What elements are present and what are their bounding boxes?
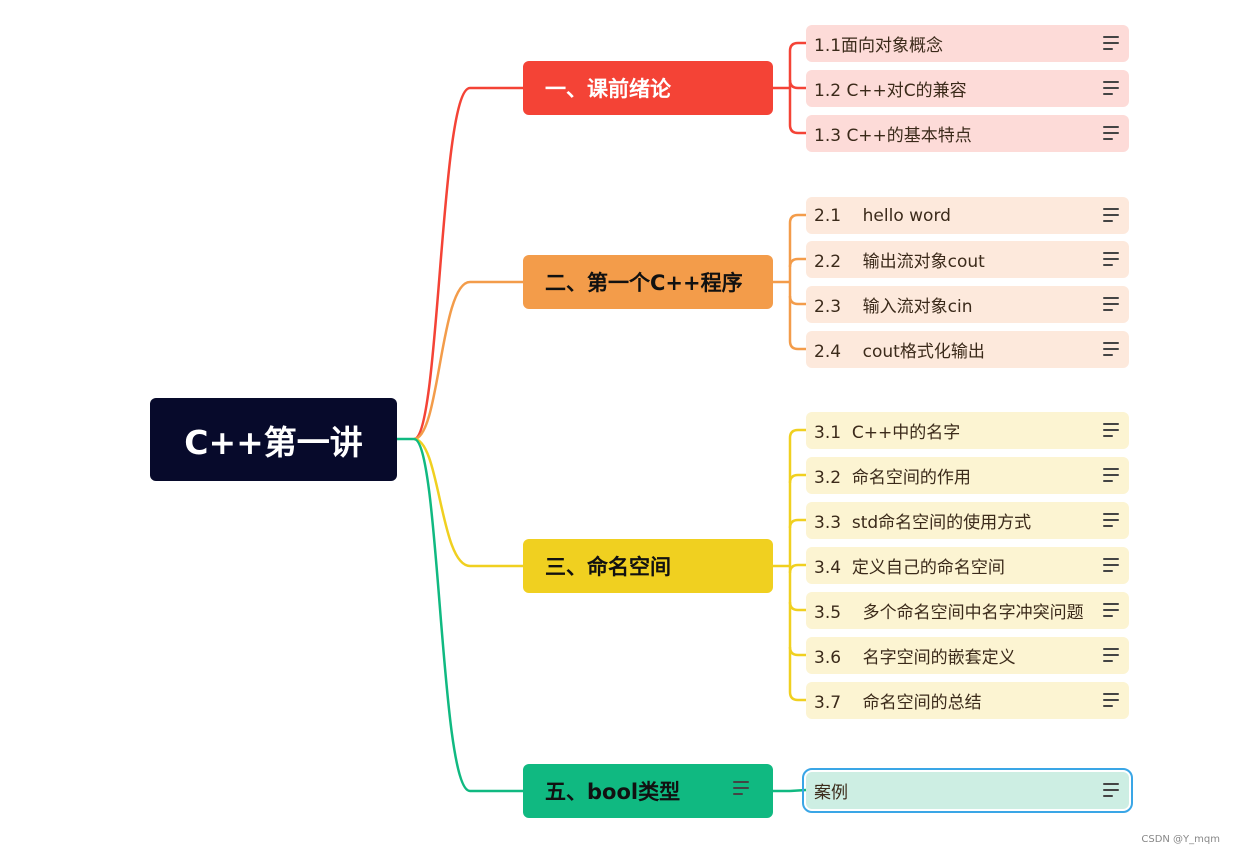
subtopic-label: 3.5 多个命名空间中名字冲突问题 [814,603,1084,623]
note-lines-icon[interactable] [1103,81,1119,95]
root-topic-label: C++第一讲 [184,422,363,462]
subtopic-label: 3.1 C++中的名字 [814,423,961,443]
note-lines-icon[interactable] [1103,297,1119,311]
branch-topic[interactable]: 二、第一个C++程序 [523,255,773,309]
subtopic-label: 3.2 命名空间的作用 [814,468,971,488]
leaf-connector [788,79,806,90]
subtopic-item[interactable]: 3.1 C++中的名字 [806,412,1129,449]
subtopic-label: 2.3 输入流对象cin [814,297,973,317]
subtopic-label: 1.1面向对象概念 [814,36,944,56]
root-topic[interactable]: C++第一讲 [150,398,397,481]
branch-connector [413,437,523,568]
subtopic-label: 3.4 定义自己的命名空间 [814,558,1005,578]
branch-topic-label: 一、课前绪论 [545,77,671,101]
branch-topic-label: 五、bool类型 [545,780,681,804]
branch-topic-label: 三、命名空间 [545,555,671,579]
note-lines-icon[interactable] [1103,208,1119,222]
leaf-connector [788,124,806,135]
subtopic-label: 案例 [814,783,848,803]
subtopic-item[interactable]: 2.3 输入流对象cin [806,286,1129,323]
subtopic-label: 2.4 cout格式化输出 [814,342,985,362]
note-lines-icon[interactable] [1103,126,1119,140]
note-lines-icon[interactable] [1103,513,1119,527]
branch-topic[interactable]: 一、课前绪论 [523,61,773,115]
subtopic-label: 2.2 输出流对象cout [814,252,985,272]
branch-topic-label: 二、第一个C++程序 [545,271,743,295]
leaf-connector [788,646,806,657]
subtopic-label: 1.2 C++对C的兼容 [814,81,967,101]
subtopic-item[interactable]: 1.2 C++对C的兼容 [806,70,1129,107]
subtopic-label: 3.7 命名空间的总结 [814,693,982,713]
subtopic-item[interactable]: 案例 [802,768,1133,813]
branch-connector [413,280,523,441]
subtopic-item[interactable]: 3.5 多个命名空间中名字冲突问题 [806,592,1129,629]
leaf-connector [789,788,807,793]
watermark: CSDN @Y_mqm [1141,834,1220,845]
subtopic-item[interactable]: 2.2 输出流对象cout [806,241,1129,278]
subtopic-item[interactable]: 2.4 cout格式化输出 [806,331,1129,368]
note-lines-icon[interactable] [1103,468,1119,482]
leaf-connector [788,213,806,224]
note-lines-icon[interactable] [1103,648,1119,662]
branch-connector [413,86,523,441]
note-lines-icon[interactable] [1103,36,1119,50]
subtopic-label: 1.3 C++的基本特点 [814,126,972,146]
note-lines-icon[interactable] [1103,252,1119,266]
subtopic-item[interactable]: 2.1 hello word [806,197,1129,234]
note-lines-icon[interactable] [1103,603,1119,617]
branch-topic[interactable]: 三、命名空间 [523,539,773,593]
branch-connector [413,437,523,793]
leaf-connector [788,257,806,268]
note-lines-icon[interactable] [1103,783,1119,797]
leaf-connector [788,428,806,439]
subtopic-item[interactable]: 3.4 定义自己的命名空间 [806,547,1129,584]
subtopic-item[interactable]: 3.6 名字空间的嵌套定义 [806,637,1129,674]
subtopic-item[interactable]: 3.3 std命名空间的使用方式 [806,502,1129,539]
subtopic-item[interactable]: 1.3 C++的基本特点 [806,115,1129,152]
note-lines-icon[interactable] [1103,693,1119,707]
leaf-connector [788,295,806,306]
note-lines-icon[interactable] [1103,342,1119,356]
leaf-connector [788,473,806,484]
leaf-connector [788,340,806,351]
note-lines-icon[interactable] [1103,423,1119,437]
leaf-connector [788,601,806,612]
branch-topic[interactable]: 五、bool类型 [523,764,773,818]
subtopic-item[interactable]: 1.1面向对象概念 [806,25,1129,62]
subtopic-label: 3.6 名字空间的嵌套定义 [814,648,1016,668]
subtopic-item[interactable]: 3.7 命名空间的总结 [806,682,1129,719]
leaf-connector [788,41,806,52]
leaf-connector [788,691,806,702]
subtopic-label: 3.3 std命名空间的使用方式 [814,513,1032,533]
subtopic-item[interactable]: 3.2 命名空间的作用 [806,457,1129,494]
leaf-connector [788,518,806,529]
leaf-connector [788,563,806,574]
subtopic-label: 2.1 hello word [814,205,951,226]
note-lines-icon[interactable] [733,781,749,795]
note-lines-icon[interactable] [1103,558,1119,572]
